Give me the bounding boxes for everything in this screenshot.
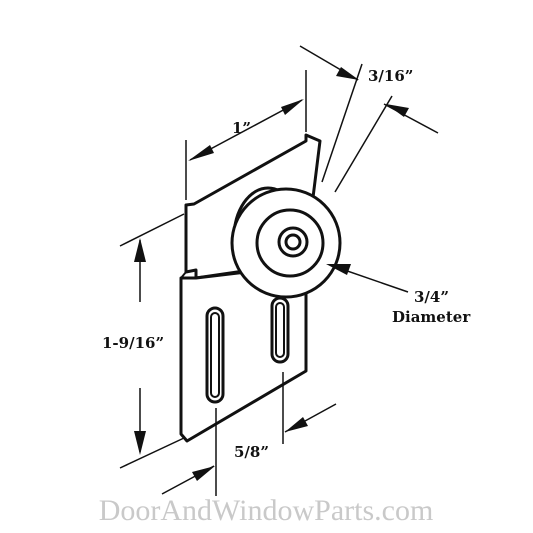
watermark-text: DoorAndWindowParts.com xyxy=(99,494,434,527)
width-dimension: 1” xyxy=(185,70,307,200)
diameter-word-label: Diameter xyxy=(392,308,471,326)
thickness-dimension: 3/16” xyxy=(299,45,439,193)
thickness-label: 3/16” xyxy=(368,67,413,85)
height-arrow-bottom xyxy=(134,431,146,455)
height-label: 1-9/16” xyxy=(102,334,164,352)
slot-spacing-arrow-right xyxy=(285,417,308,432)
width-arrow-left xyxy=(188,145,214,161)
left-slot-inner xyxy=(210,312,220,398)
width-arrow-right xyxy=(281,99,304,115)
right-slot xyxy=(270,296,290,364)
slot-spacing-label: 5/8” xyxy=(234,443,269,461)
height-dimension: 1-9/16” xyxy=(102,213,185,469)
lower-plate-edge xyxy=(180,271,188,442)
diameter-value-label: 3/4” xyxy=(414,288,449,306)
width-label: 1” xyxy=(232,119,251,137)
slot-spacing-dimension: 5/8” xyxy=(161,372,337,496)
diameter-callout: 3/4” Diameter xyxy=(326,264,471,326)
wheel-axle-hole xyxy=(284,233,302,251)
height-arrow-top xyxy=(134,238,146,262)
right-slot-inner xyxy=(275,302,285,358)
roller-wheel xyxy=(230,186,342,299)
thickness-arrow-left xyxy=(336,67,359,80)
diameter-arrow xyxy=(326,264,351,275)
thickness-arrow-right xyxy=(386,104,409,117)
left-slot xyxy=(205,306,225,404)
slot-spacing-arrow-left xyxy=(192,466,215,481)
